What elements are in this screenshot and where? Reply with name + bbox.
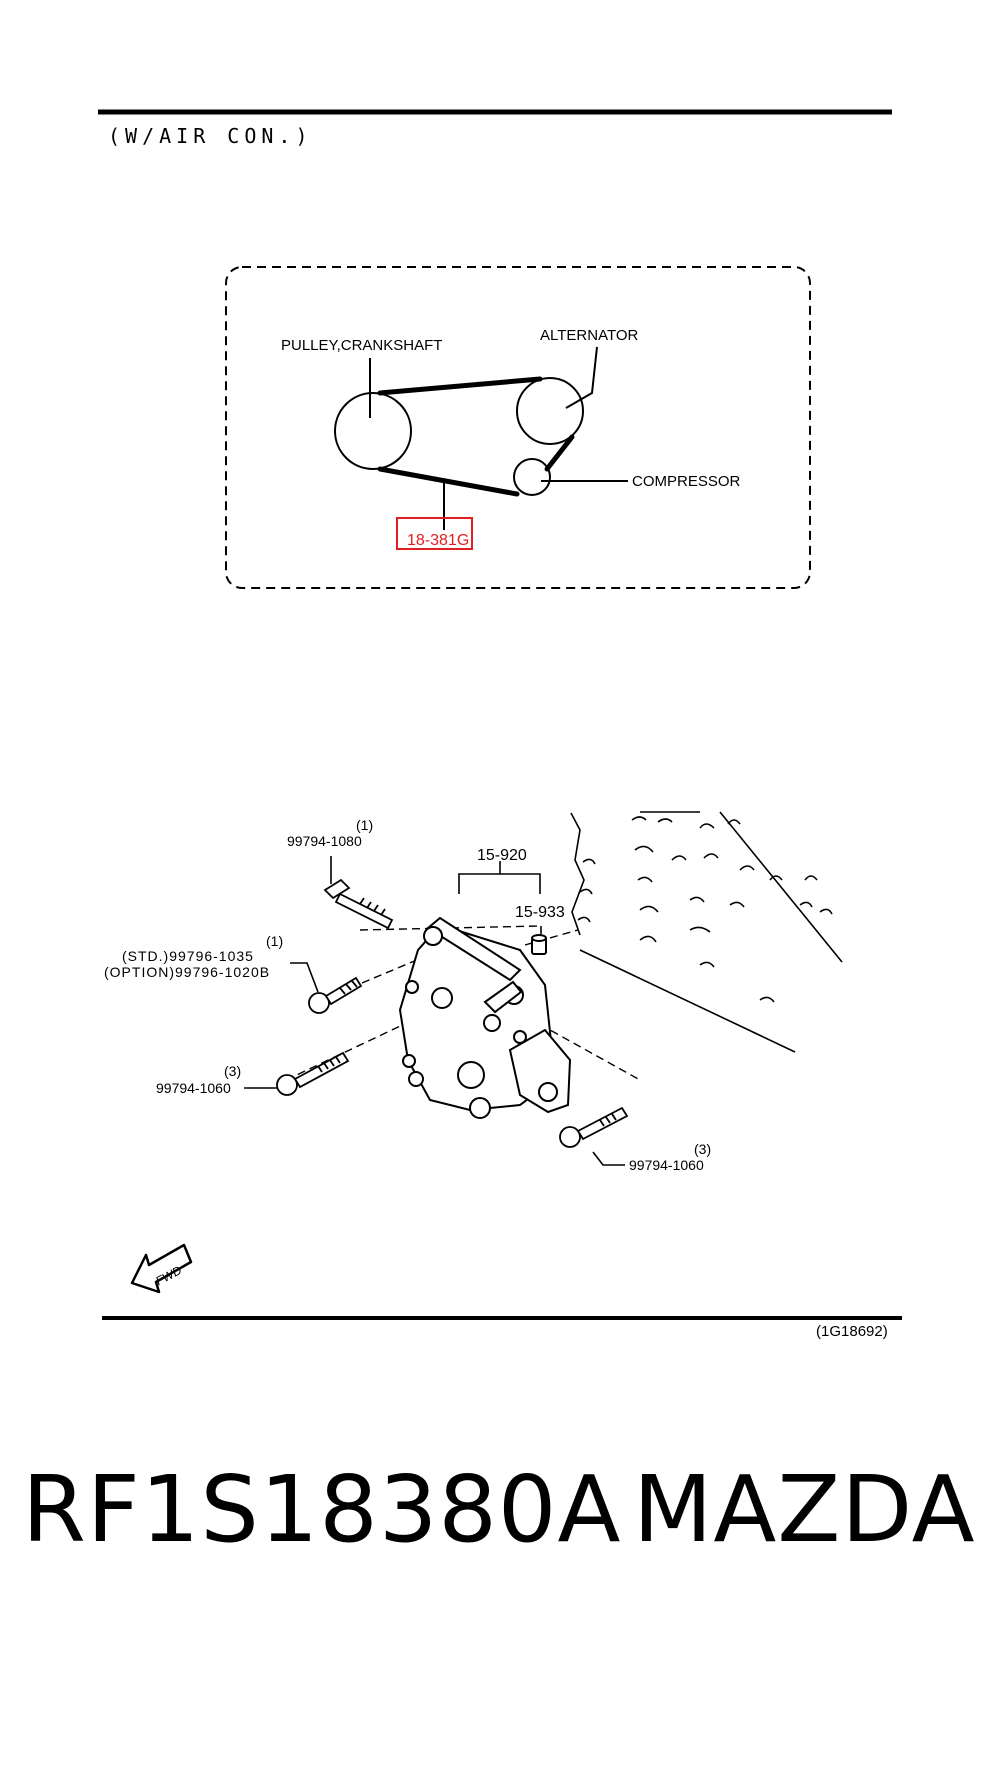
brand-name: MAZDA (633, 1456, 976, 1563)
bolt-99794-1080 (323, 878, 394, 930)
sub-bracket-15-920 (423, 916, 524, 1032)
compressor-pulley (513, 458, 551, 496)
parts-diagram-sheet: (W/AIR CON.) PULLEY,CRANKSHAFT ALTERNATO… (98, 109, 902, 1340)
fwd-arrow-icon: FWD (130, 1243, 193, 1294)
callout-qty-right: (3) (694, 1141, 711, 1157)
belt-part-highlight[interactable] (396, 517, 473, 550)
alternator-pulley (516, 377, 584, 445)
compressor-label: COMPRESSOR (632, 473, 741, 490)
callout-qty-top: (1) (356, 817, 373, 833)
callout-part-99794-1080[interactable]: 99794-1080 (287, 833, 362, 849)
callout-qty-left: (3) (224, 1063, 241, 1079)
leader-99796-1035 (290, 962, 319, 993)
callout-part-left[interactable]: 99794-1060 (156, 1080, 231, 1096)
belt-part-number[interactable]: 18-381G (407, 532, 469, 549)
callout-part-right[interactable]: 99794-1060 (629, 1157, 704, 1173)
leader-99794-1060-right (592, 1151, 625, 1166)
callout-qty-std: (1) (266, 933, 283, 949)
engine-block-outline (570, 811, 843, 1053)
crankshaft-pulley (334, 392, 412, 470)
part-number: RF1S18380A (22, 1456, 622, 1563)
callout-std-part[interactable]: (STD.)99796-1035 (122, 948, 254, 964)
alternator-label: ALTERNATOR (540, 327, 639, 344)
footer-caption: RF1S18380A MAZDA (0, 1455, 992, 1565)
bolt-99796-1035 (308, 976, 363, 1014)
variant-label: (W/AIR CON.) (108, 124, 313, 148)
belt-diagram-frame (225, 266, 811, 589)
drive-belt (377, 376, 575, 497)
leader-15-920 (458, 873, 541, 894)
figure-ref-code: (1G18692) (816, 1323, 888, 1340)
bolt-99794-1060-right (559, 1106, 629, 1148)
bolt-99794-1060-left (276, 1051, 350, 1096)
callout-part-15-933[interactable]: 15-933 (515, 904, 565, 921)
bushing-15-933 (531, 934, 547, 955)
crankshaft-label: PULLEY,CRANKSHAFT (281, 337, 442, 354)
callout-option-part[interactable]: (OPTION)99796-1020B (104, 964, 270, 980)
alternator-leader (565, 346, 598, 409)
callout-part-15-920[interactable]: 15-920 (477, 847, 527, 864)
